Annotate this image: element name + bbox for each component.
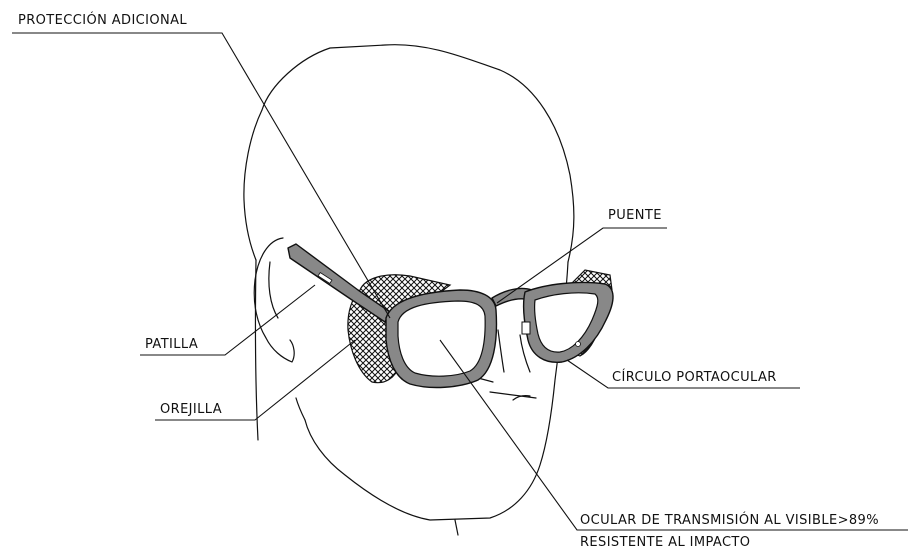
label-resistente: RESISTENTE AL IMPACTO — [580, 535, 750, 550]
ear-outline — [254, 238, 294, 362]
label-puente: PUENTE — [608, 208, 662, 223]
label-ocular: OCULAR DE TRANSMISIÓN AL VISIBLE>89% — [580, 512, 879, 528]
leader-lines — [12, 33, 908, 530]
label-orejilla: OREJILLA — [160, 402, 222, 417]
right-lens-rim — [522, 282, 613, 362]
label-circulo-portaocular: CÍRCULO PORTAOCULAR — [612, 369, 777, 385]
label-proteccion-adicional: PROTECCIÓN ADICIONAL — [18, 12, 187, 28]
label-patilla: PATILLA — [145, 337, 198, 352]
left-lens-rim — [386, 290, 496, 387]
leader-ocular — [440, 340, 908, 530]
